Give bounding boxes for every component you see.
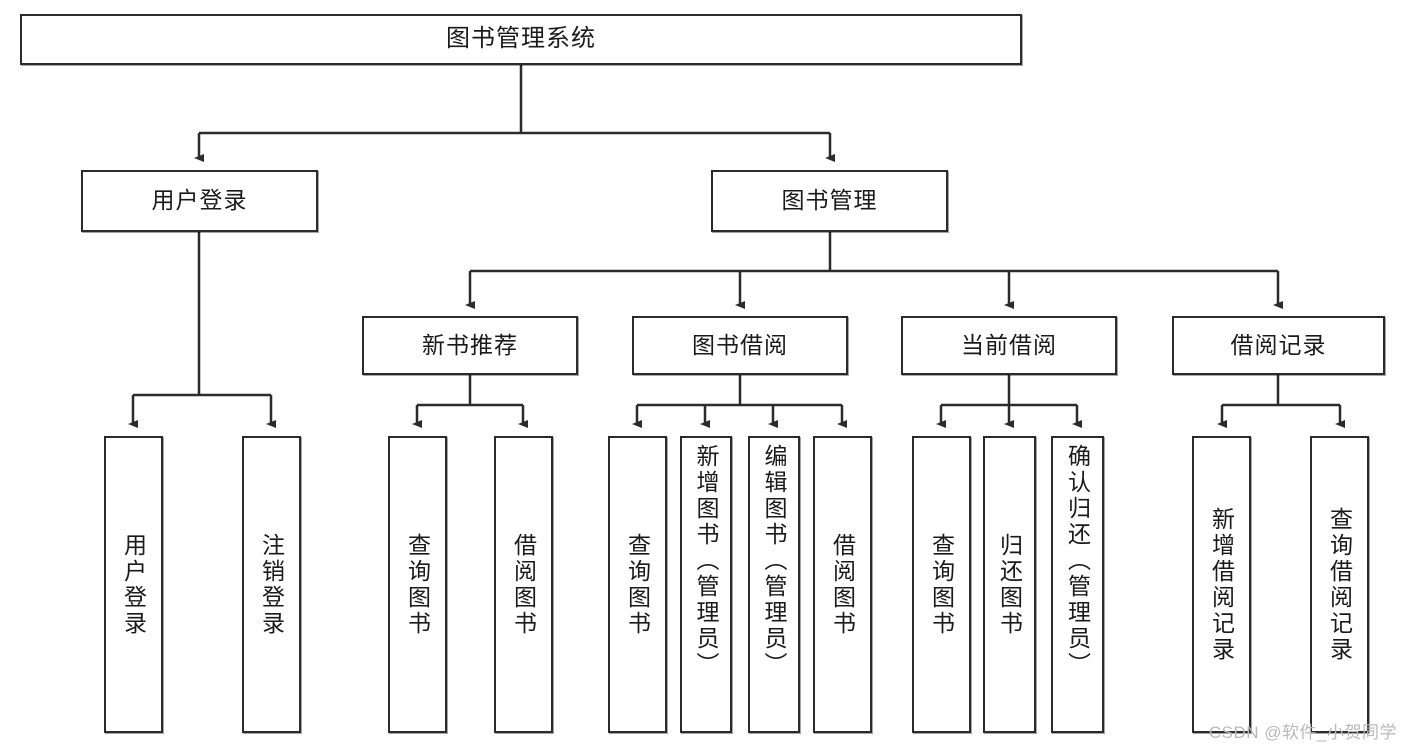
- node-leaf-user-login-label: 用户登录: [120, 532, 147, 637]
- node-new-book-rec[interactable]: 新书推荐: [362, 316, 578, 375]
- node-leaf-query-record[interactable]: 查询借阅记录: [1310, 436, 1369, 733]
- node-leaf-edit-book[interactable]: 编辑图书（管理员）: [748, 436, 800, 733]
- node-leaf-confirm-return[interactable]: 确认归还（管理员）: [1051, 436, 1104, 733]
- node-leaf-borrow-book-2[interactable]: 借阅图书: [813, 436, 872, 733]
- node-leaf-return-book-label: 归还图书: [996, 532, 1023, 637]
- node-book-borrow[interactable]: 图书借阅: [632, 316, 848, 375]
- node-leaf-logout[interactable]: 注销登录: [242, 436, 301, 733]
- node-leaf-add-book-label: 新增图书（管理员）: [693, 444, 720, 678]
- node-leaf-confirm-return-label: 确认归还（管理员）: [1064, 444, 1091, 678]
- node-leaf-query-book-3[interactable]: 查询图书: [912, 436, 971, 733]
- node-current-borrow-label: 当前借阅: [961, 331, 1057, 358]
- node-leaf-add-record-label: 新增借阅记录: [1208, 506, 1235, 663]
- node-borrow-record[interactable]: 借阅记录: [1172, 316, 1385, 375]
- node-leaf-borrow-book-2-label: 借阅图书: [829, 532, 856, 637]
- node-leaf-user-login[interactable]: 用户登录: [104, 436, 163, 733]
- node-leaf-edit-book-label: 编辑图书（管理员）: [761, 444, 788, 678]
- node-current-borrow[interactable]: 当前借阅: [901, 316, 1117, 375]
- node-root-label: 图书管理系统: [446, 25, 596, 53]
- node-leaf-query-book-3-label: 查询图书: [928, 532, 955, 637]
- node-leaf-borrow-book-1-label: 借阅图书: [510, 532, 537, 637]
- node-leaf-return-book[interactable]: 归还图书: [983, 436, 1036, 733]
- node-new-book-rec-label: 新书推荐: [422, 331, 518, 358]
- node-leaf-query-record-label: 查询借阅记录: [1326, 506, 1353, 663]
- node-user-login-label: 用户登录: [151, 187, 248, 214]
- node-leaf-add-record[interactable]: 新增借阅记录: [1192, 436, 1251, 733]
- watermark-text: CSDN @软件_小贺同学: [1208, 723, 1397, 742]
- node-borrow-record-label: 借阅记录: [1230, 331, 1327, 358]
- node-leaf-logout-label: 注销登录: [258, 532, 285, 637]
- node-root[interactable]: 图书管理系统: [20, 14, 1022, 65]
- node-leaf-query-book-1-label: 查询图书: [404, 532, 431, 637]
- node-book-manage-label: 图书管理: [781, 187, 878, 214]
- node-leaf-query-book-2[interactable]: 查询图书: [608, 436, 667, 733]
- node-book-manage[interactable]: 图书管理: [711, 170, 948, 232]
- node-user-login[interactable]: 用户登录: [81, 170, 318, 232]
- node-leaf-add-book[interactable]: 新增图书（管理员）: [680, 436, 732, 733]
- node-leaf-query-book-1[interactable]: 查询图书: [388, 436, 447, 733]
- node-leaf-borrow-book-1[interactable]: 借阅图书: [494, 436, 553, 733]
- node-book-borrow-label: 图书借阅: [692, 331, 788, 358]
- node-leaf-query-book-2-label: 查询图书: [624, 532, 651, 637]
